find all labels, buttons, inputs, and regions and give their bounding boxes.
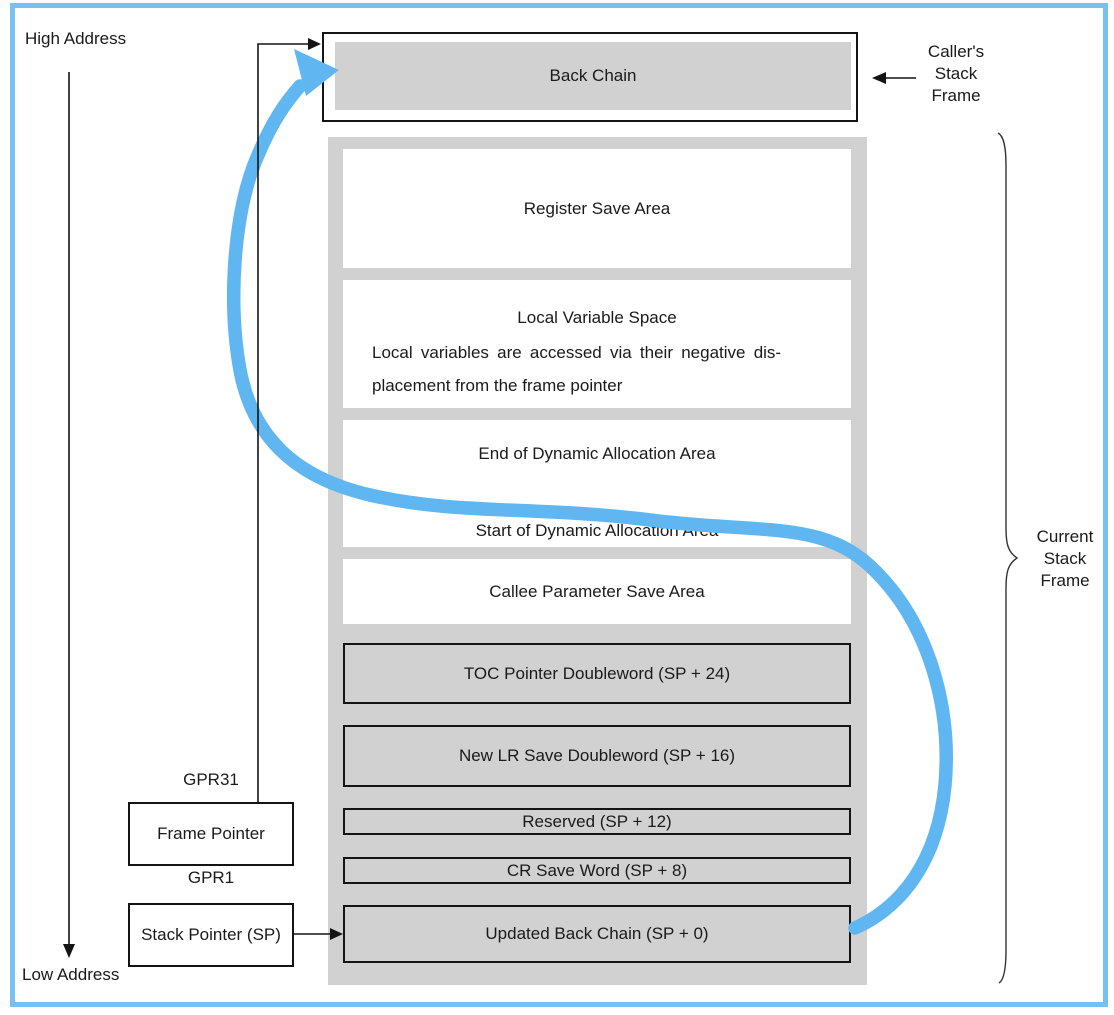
callers-stack-frame-label: Caller's Stack Frame — [900, 41, 1012, 107]
cr-save-word-box: CR Save Word (SP + 8) — [343, 857, 851, 884]
new-lr-save-doubleword-box: New LR Save Doubleword (SP + 16) — [343, 725, 851, 787]
stack-pointer-box: Stack Pointer (SP) — [128, 903, 294, 967]
current-label-line1: Current — [1036, 527, 1094, 546]
callee-parameter-save-area-box: Callee Parameter Save Area — [343, 559, 851, 624]
toc-pointer-doubleword-label: TOC Pointer Doubleword (SP + 24) — [463, 663, 731, 683]
current-label-line3: Frame — [1040, 571, 1090, 590]
figure-border — [10, 3, 1108, 1007]
stack-pointer-label: Stack Pointer (SP) — [141, 925, 281, 944]
register-save-area-label: Register Save Area — [523, 198, 671, 218]
reserved-label: Reserved (SP + 12) — [522, 811, 672, 831]
local-variable-space-title: Local Variable Space — [517, 308, 677, 327]
new-lr-save-doubleword-label: New LR Save Doubleword (SP + 16) — [458, 746, 736, 765]
local-variable-body-line2: placement from the frame pointer — [372, 376, 623, 395]
register-save-area-box: Register Save Area — [343, 149, 851, 268]
current-stack-frame-label: Current Stack Frame — [1019, 526, 1111, 592]
frame-pointer-label: Frame Pointer — [157, 824, 265, 843]
current-label-line2: Stack — [1043, 549, 1087, 568]
local-variable-body-line1: Local variables are accessed via their n… — [372, 343, 782, 362]
local-variable-space-box: Local Variable Space Local variables are… — [343, 280, 851, 408]
reserved-box: Reserved (SP + 12) — [343, 808, 851, 835]
callee-parameter-save-area-label: Callee Parameter Save Area — [489, 581, 705, 601]
cr-save-word-label: CR Save Word (SP + 8) — [506, 860, 688, 880]
gpr1-label: GPR1 — [187, 868, 235, 887]
callers-label-line3: Frame — [931, 86, 981, 105]
back-chain-box: Back Chain — [335, 42, 851, 110]
start-dynamic-allocation-label: Start of Dynamic Allocation Area — [475, 521, 719, 540]
frame-pointer-box: Frame Pointer — [128, 802, 294, 866]
callers-label-line1: Caller's — [927, 42, 985, 61]
updated-back-chain-box: Updated Back Chain (SP + 0) — [343, 905, 851, 963]
high-address-label: High Address — [25, 29, 127, 48]
callers-label-line2: Stack — [934, 64, 978, 83]
updated-back-chain-label: Updated Back Chain (SP + 0) — [485, 924, 709, 943]
gpr31-label: GPR31 — [183, 770, 239, 789]
low-address-label: Low Address — [22, 965, 120, 984]
back-chain-label: Back Chain — [549, 66, 637, 85]
dynamic-allocation-area-box: End of Dynamic Allocation Area Start of … — [343, 420, 851, 547]
end-dynamic-allocation-label: End of Dynamic Allocation Area — [478, 444, 716, 463]
toc-pointer-doubleword-box: TOC Pointer Doubleword (SP + 24) — [343, 643, 851, 704]
